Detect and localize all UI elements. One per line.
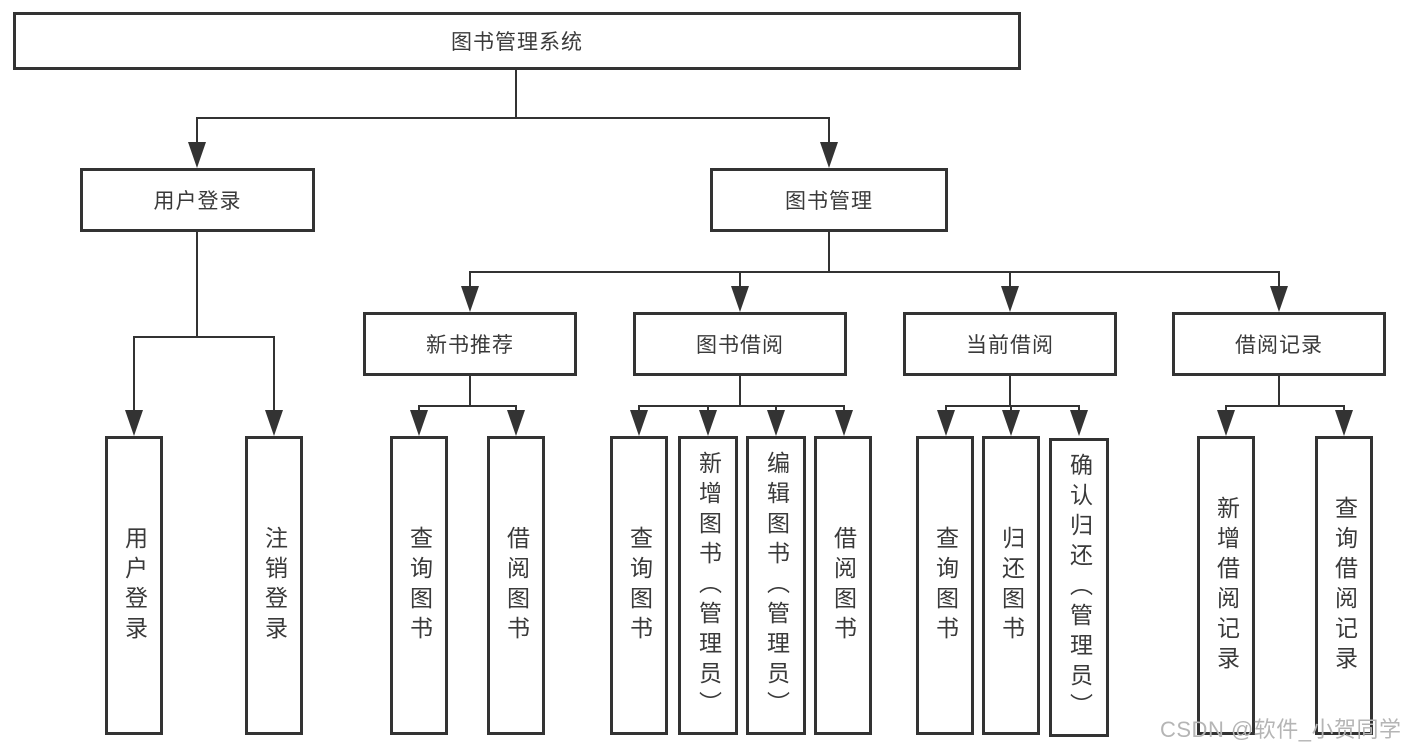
arrowhead-down-icon [188,142,206,168]
leaf-query-books-3: 查询图书 [916,436,974,735]
connector-line [469,376,471,407]
connector-line [418,405,517,407]
connector-line [273,336,275,414]
node-borrow-record: 借阅记录 [1172,312,1386,376]
connector-line [1009,376,1011,407]
leaf-confirm-return-admin: 确认归还（管理员） [1049,438,1109,737]
leaf-add-borrow-record: 新增借阅记录 [1197,436,1255,735]
arrowhead-down-icon [125,410,143,436]
arrowhead-down-icon [1217,410,1235,436]
arrowhead-down-icon [699,410,717,436]
connector-line [638,405,844,407]
arrowhead-down-icon [937,410,955,436]
connector-line [1278,376,1280,407]
leaf-query-books-1: 查询图书 [390,436,448,735]
leaf-user-login: 用户登录 [105,436,163,735]
arrowhead-down-icon [835,410,853,436]
node-new-book-recommend: 新书推荐 [363,312,577,376]
connector-line [196,117,198,147]
arrowhead-down-icon [410,410,428,436]
leaf-borrow-books-2: 借阅图书 [814,436,872,735]
connector-line [828,117,830,147]
connector-line [196,117,830,119]
arrowhead-down-icon [461,286,479,312]
connector-line [196,232,198,338]
arrowhead-down-icon [820,142,838,168]
connector-line [739,271,741,289]
connector-line [739,376,741,407]
arrowhead-down-icon [1002,410,1020,436]
leaf-add-books-admin: 新增图书（管理员） [678,436,738,735]
arrowhead-down-icon [731,286,749,312]
arrowhead-down-icon [1001,286,1019,312]
node-book-management: 图书管理 [710,168,948,232]
connector-line [1278,271,1280,289]
arrowhead-down-icon [630,410,648,436]
arrowhead-down-icon [1070,410,1088,436]
connector-line [469,271,471,289]
connector-line [133,336,135,414]
connector-line [945,405,1079,407]
leaf-query-borrow-record: 查询借阅记录 [1315,436,1373,735]
csdn-watermark: CSDN @软件_小贺同学 [1160,717,1402,742]
node-current-borrow: 当前借阅 [903,312,1117,376]
connector-line [469,271,1280,273]
node-book-borrow: 图书借阅 [633,312,847,376]
leaf-query-books-2: 查询图书 [610,436,668,735]
arrowhead-down-icon [767,410,785,436]
connector-line [133,336,274,338]
connector-line [515,70,517,118]
leaf-return-books: 归还图书 [982,436,1040,735]
connector-line [1225,405,1344,407]
arrowhead-down-icon [507,410,525,436]
connector-line [828,232,830,273]
arrowhead-down-icon [265,410,283,436]
node-root-library-system: 图书管理系统 [13,12,1021,70]
leaf-edit-books-admin: 编辑图书（管理员） [746,436,806,735]
connector-line [1009,271,1011,289]
arrowhead-down-icon [1335,410,1353,436]
leaf-borrow-books-1: 借阅图书 [487,436,545,735]
leaf-logout: 注销登录 [245,436,303,735]
arrowhead-down-icon [1270,286,1288,312]
node-user-login: 用户登录 [80,168,315,232]
